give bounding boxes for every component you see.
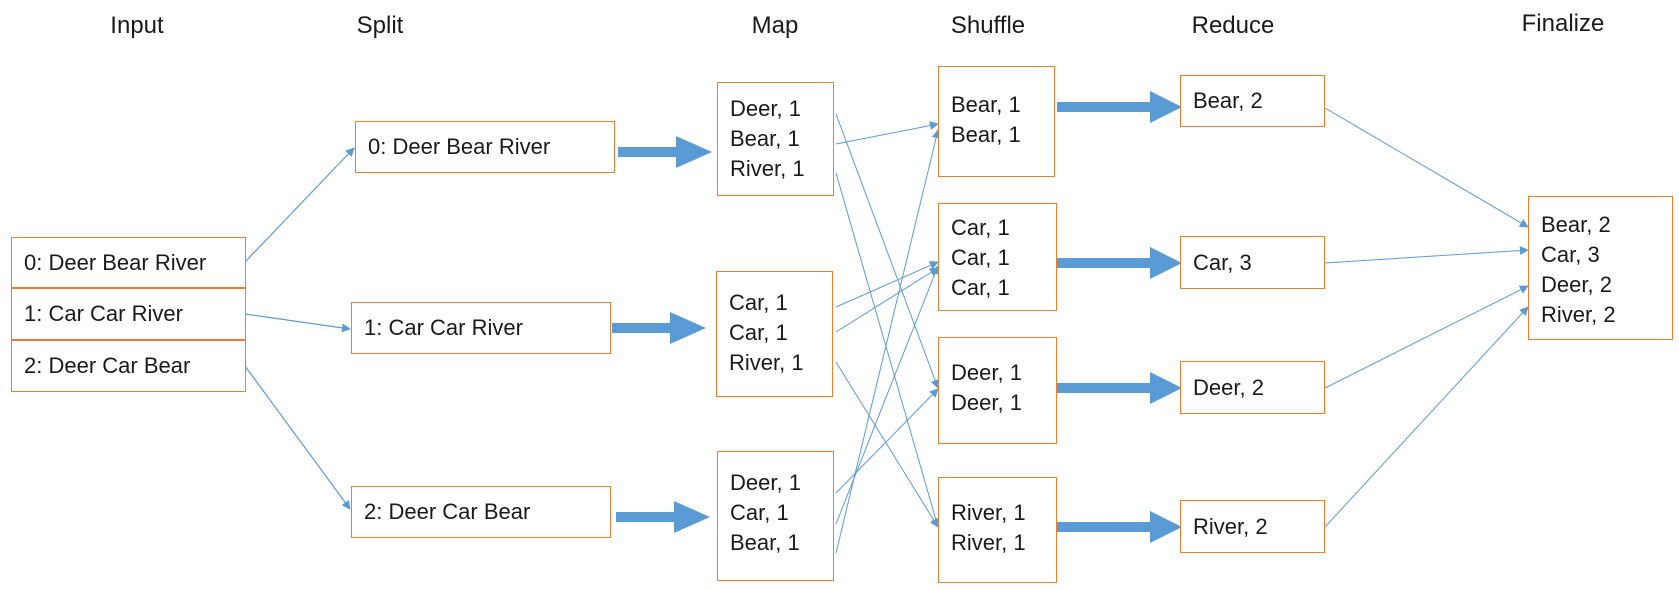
shuffle-line: Car, 1 [951,245,1010,270]
arrow-map0-bear [835,121,939,145]
map-line: River, 1 [729,350,804,375]
reduce-block-deer: Deer, 2 [1180,361,1325,414]
map-line: Deer, 1 [730,470,801,495]
shuffle-line: Deer, 1 [951,390,1022,415]
input-line-text: 0: Deer Bear River [24,249,207,275]
split-block-2: 2: Deer Car Bear [351,486,611,538]
arrow-map0-river [835,172,941,528]
arrow-map2-deer [835,388,939,494]
map-line: Car, 1 [730,500,789,525]
shuffle-block-bear: Bear, 1 Bear, 1 [938,66,1055,177]
stage-heading-reduce: Reduce [1191,12,1275,39]
map-line: Bear, 1 [730,126,800,151]
reduce-text: Bear, 2 [1193,88,1263,113]
thick-arrow-shuffle-river [1057,511,1182,543]
reduce-text: River, 2 [1193,513,1268,539]
input-line-text: 2: Deer Car Bear [24,353,191,378]
shuffle-line: Bear, 1 [951,92,1021,117]
final-line: Car, 3 [1541,242,1600,267]
map-line: Deer, 1 [730,96,801,121]
thick-arrow-shuffle-bear [1057,91,1182,123]
thick-arrow-split2-map2 [616,501,710,533]
map-block-0: Deer, 1 Bear, 1 River, 1 [717,82,834,196]
map-block-1: Car, 1 Car, 1 River, 1 [716,271,833,397]
input-line-text: 1: Car Car River [24,301,183,326]
arrow-reduce-car-final [1324,246,1529,264]
map-line: Car, 1 [729,320,788,345]
split-block-0: 0: Deer Bear River [355,121,615,173]
arrow-input2-split2 [244,365,351,510]
arrow-input1-split1 [244,313,351,333]
shuffle-block-river: River, 1 River, 1 [938,477,1057,583]
final-line: Bear, 2 [1541,212,1611,237]
split-block-text: 1: Car Car River [364,315,523,340]
arrow-reduce-deer-final [1324,285,1529,389]
final-block: Bear, 2 Car, 3 Deer, 2 River, 2 [1528,196,1673,340]
shuffle-line: River, 1 [951,500,1026,525]
thick-arrow-split1-map1 [612,312,706,344]
shuffle-line: River, 1 [951,530,1026,555]
shuffle-block-deer: Deer, 1 Deer, 1 [938,337,1057,444]
thick-arrow-shuffle-car [1057,247,1182,279]
shuffle-line: Bear, 1 [951,122,1021,147]
arrow-input0-split0 [244,147,355,263]
input-line-1: 1: Car Car River [11,288,246,340]
stage-heading-shuffle: Shuffle [950,12,1026,39]
reduce-text: Deer, 2 [1193,374,1264,400]
arrow-reduce-river-final [1324,306,1529,528]
input-line-2: 2: Deer Car Bear [11,340,246,392]
reduce-text: Car, 3 [1193,249,1252,275]
arrow-map1-river [835,361,939,528]
map-line: River, 1 [730,156,805,181]
final-line: Deer, 2 [1541,272,1612,297]
arrow-map1-car-a [835,261,939,308]
split-block-text: 2: Deer Car Bear [364,499,531,524]
arrow-map1-car-b [835,267,939,333]
reduce-block-river: River, 2 [1180,500,1325,553]
reduce-block-car: Car, 3 [1180,236,1325,289]
split-block-1: 1: Car Car River [351,302,611,354]
arrow-map2-car [835,265,940,525]
map-block-2: Deer, 1 Car, 1 Bear, 1 [717,451,834,581]
reduce-block-bear: Bear, 2 [1180,75,1325,127]
shuffle-line: Car, 1 [951,275,1010,300]
arrow-map0-deer [835,113,940,389]
map-line: Bear, 1 [730,530,800,555]
arrow-map2-bear [835,129,941,554]
thick-arrow-split0-map0 [618,136,712,168]
arrow-reduce-bear-final [1324,107,1529,228]
map-line: Car, 1 [729,290,788,315]
stage-heading-finalize: Finalize [1521,10,1605,37]
thick-arrow-shuffle-deer [1057,372,1182,404]
shuffle-block-car: Car, 1 Car, 1 Car, 1 [938,203,1057,311]
shuffle-line: Car, 1 [951,215,1010,240]
shuffle-line: Deer, 1 [951,360,1022,385]
input-line-0: 0: Deer Bear River [11,237,246,288]
stage-heading-split: Split [356,12,404,39]
stage-heading-input: Input [110,12,164,39]
stage-heading-map: Map [751,12,799,39]
final-line: River, 2 [1541,302,1616,327]
split-block-text: 0: Deer Bear River [368,134,551,159]
